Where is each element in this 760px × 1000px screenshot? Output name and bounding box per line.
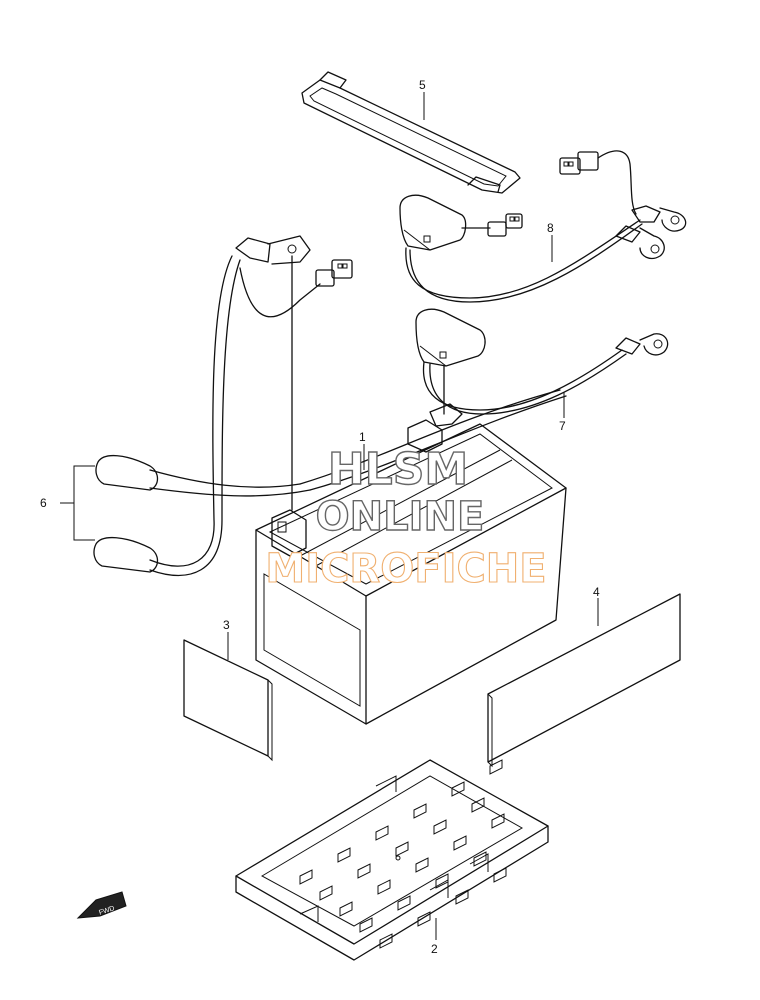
watermark: HLSM ONLINE MICROFICHE [265, 443, 547, 592]
tray-slot [339, 901, 353, 917]
tray-slot [299, 869, 313, 885]
label-3: 3 [223, 618, 230, 632]
fwd-arrow: FWD [76, 891, 127, 919]
tray-slot [337, 847, 351, 863]
label-6: 6 [40, 496, 47, 510]
watermark-line-1: HLSM [328, 444, 468, 495]
tray-slot [413, 803, 427, 819]
watermark-line-2: ONLINE [316, 494, 485, 540]
fwd-arrow-text: FWD [98, 905, 115, 917]
tray-slot [453, 835, 467, 851]
negative-lead[interactable] [415, 308, 669, 415]
tray-slot [435, 873, 449, 889]
label-8: 8 [547, 221, 554, 235]
leader-6 [60, 465, 95, 541]
tray-slot [489, 759, 503, 775]
watermark-line-3: MICROFICHE [265, 546, 546, 592]
tray-slot [417, 911, 431, 927]
label-7: 7 [559, 419, 566, 433]
tray-slot [473, 851, 487, 867]
label-1: 1 [359, 430, 366, 444]
tray-slot [455, 889, 469, 905]
battery-tray[interactable] [235, 759, 549, 961]
tray-slot [357, 863, 371, 879]
pad-large[interactable] [487, 593, 681, 768]
tray-slots [299, 759, 507, 949]
label-5: 5 [419, 78, 426, 92]
tray-slot [359, 917, 373, 933]
tray-slot [451, 781, 465, 797]
tray-slot [319, 885, 333, 901]
tray-slot [375, 825, 389, 841]
tray-slot [397, 895, 411, 911]
tray-slot [433, 819, 447, 835]
pad-small[interactable] [183, 639, 273, 762]
battery-strap[interactable] [301, 71, 521, 194]
tray-slot [377, 879, 391, 895]
label-4: 4 [593, 585, 600, 599]
battery[interactable] [255, 403, 567, 725]
tray-slot [491, 813, 505, 829]
positive-lead[interactable] [399, 150, 687, 303]
tray-slot [493, 867, 507, 883]
cable-harness[interactable] [93, 235, 567, 577]
label-2: 2 [431, 942, 438, 956]
tray-slot [379, 933, 393, 949]
tray-slot [471, 797, 485, 813]
tray-slot [395, 841, 409, 857]
tray-slot [415, 857, 429, 873]
